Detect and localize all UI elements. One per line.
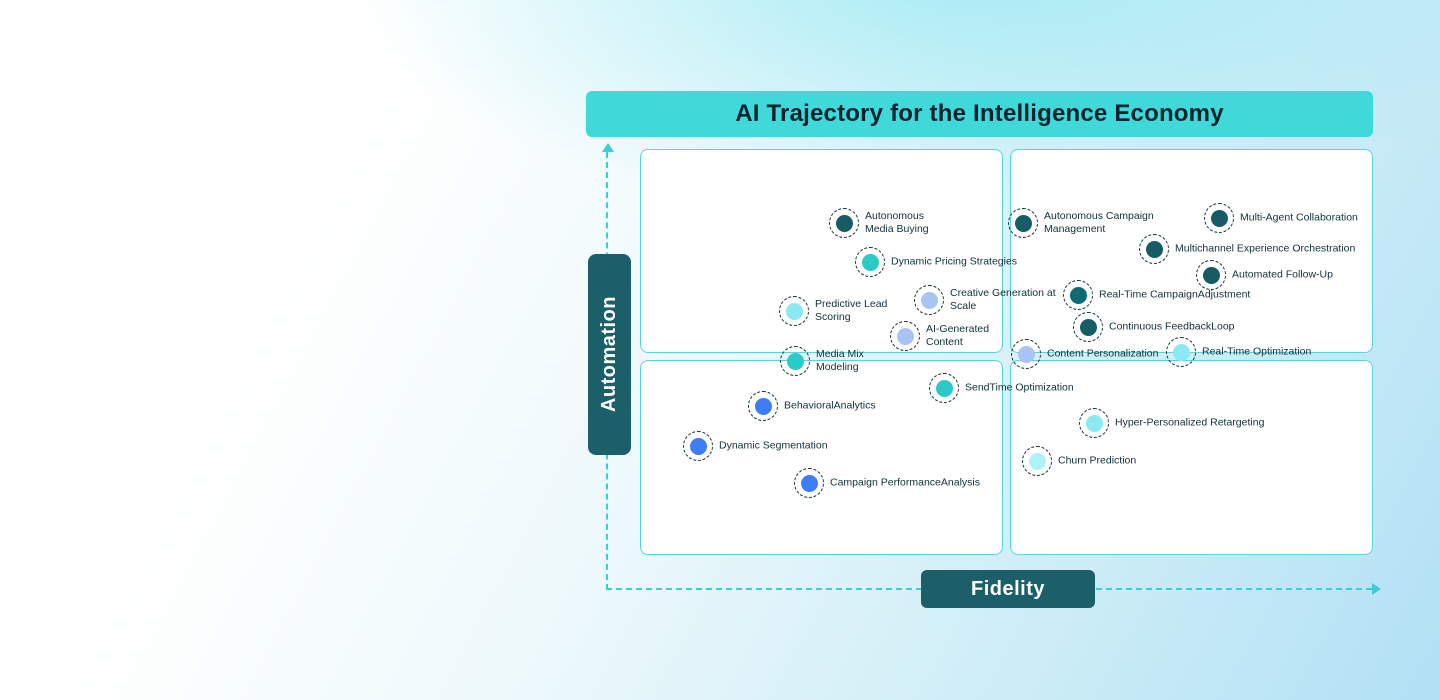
quadrant-bottom-right xyxy=(1010,360,1373,555)
quadrant-top-right xyxy=(1010,149,1373,353)
point-ring xyxy=(794,468,824,498)
point-dot xyxy=(1202,266,1220,284)
point-ring xyxy=(1139,234,1169,264)
point-label: AI-Generated Content xyxy=(926,323,990,348)
point-ring xyxy=(1022,446,1052,476)
point-label: Real-Time Optimization xyxy=(1202,345,1312,358)
point-label: Content Personalization xyxy=(1047,347,1159,360)
point-ring xyxy=(914,285,944,315)
point-label: Campaign PerformanceAnalysis xyxy=(830,476,980,489)
x-axis-label: Fidelity xyxy=(921,570,1095,608)
point-dot xyxy=(1017,345,1035,363)
point-dot xyxy=(1172,343,1190,361)
point-label: Creative Generation at Scale xyxy=(950,287,1056,312)
point-label: Dynamic Segmentation xyxy=(719,439,828,452)
point-dot xyxy=(1069,286,1087,304)
point-ring xyxy=(779,296,809,326)
point-dot xyxy=(920,291,938,309)
point-ring xyxy=(780,346,810,376)
y-axis-label: Automation xyxy=(588,254,631,455)
point-dot xyxy=(689,437,707,455)
point-dot xyxy=(1085,414,1103,432)
point-ring xyxy=(1008,208,1038,238)
chart-title: AI Trajectory for the Intelligence Econo… xyxy=(735,100,1224,127)
x-axis-arrow-icon xyxy=(1372,583,1381,595)
point-ring xyxy=(1011,339,1041,369)
point-label: SendTime Optimization xyxy=(965,381,1074,394)
point-label: Churn Prediction xyxy=(1058,454,1137,467)
point-dot xyxy=(754,397,772,415)
point-label: Real-Time CampaignAdjustment xyxy=(1099,288,1251,301)
point-ring xyxy=(1166,337,1196,367)
point-label: Multi-Agent Collaboration xyxy=(1240,211,1358,224)
point-dot xyxy=(1210,209,1228,227)
point-dot xyxy=(1079,318,1097,336)
point-dot xyxy=(785,302,803,320)
point-dot xyxy=(1145,240,1163,258)
point-ring xyxy=(683,431,713,461)
point-dot xyxy=(786,352,804,370)
quadrant-top-left xyxy=(640,149,1003,353)
point-ring xyxy=(1204,203,1234,233)
x-axis-label-text: Fidelity xyxy=(970,577,1045,600)
point-ring xyxy=(1073,312,1103,342)
point-ring xyxy=(1063,280,1093,310)
point-label: Dynamic Pricing Strategies xyxy=(891,255,1018,268)
point-dot xyxy=(1014,214,1032,232)
point-label: Continuous FeedbackLoop xyxy=(1109,320,1235,333)
point-dot xyxy=(896,327,914,345)
y-axis-arrow-icon xyxy=(602,143,614,152)
point-label: BehavioralAnalytics xyxy=(784,399,876,412)
point-ring xyxy=(929,373,959,403)
point-label: Multichannel Experience Orchestration xyxy=(1175,242,1356,255)
point-label: Media Mix Modeling xyxy=(816,348,864,373)
point-dot xyxy=(800,474,818,492)
point-dot xyxy=(835,214,853,232)
chart-title-bar: AI Trajectory for the Intelligence Econo… xyxy=(586,91,1373,137)
point-ring xyxy=(890,321,920,351)
point-label: Autonomous Media Buying xyxy=(865,210,929,235)
point-dot xyxy=(935,379,953,397)
point-label: Autonomous Campaign Management xyxy=(1044,210,1154,235)
point-ring xyxy=(1196,260,1226,290)
point-label: Predictive Lead Scoring xyxy=(815,298,888,323)
point-ring xyxy=(748,391,778,421)
point-ring xyxy=(855,247,885,277)
point-label: Automated Follow-Up xyxy=(1232,268,1333,281)
point-ring xyxy=(1079,408,1109,438)
point-label: Hyper-Personalized Retargeting xyxy=(1115,416,1265,429)
point-dot xyxy=(1028,452,1046,470)
point-ring xyxy=(829,208,859,238)
point-dot xyxy=(861,253,879,271)
